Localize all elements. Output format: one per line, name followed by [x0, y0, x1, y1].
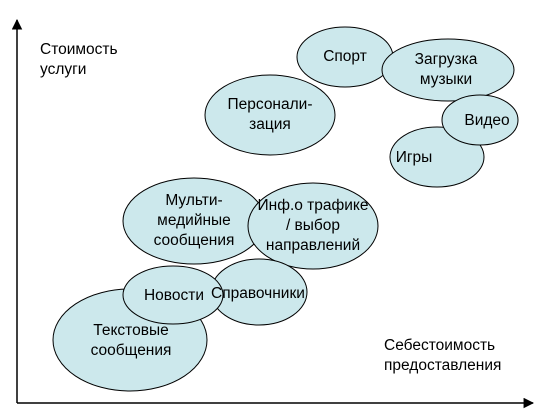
y-axis-label: Стоимость услуги: [40, 41, 118, 78]
bubble-label-music: Загрузка музыки: [414, 51, 478, 88]
bubble-personal: [204, 74, 336, 156]
bubble-label-video: Видео: [464, 112, 510, 129]
bubble-label-news: Новости: [143, 287, 205, 304]
bubble-video: [441, 94, 519, 146]
bubble-label-multimedia: Мульти- медийные сообщения: [153, 192, 235, 249]
bubble-label-reference: Справочники: [211, 285, 305, 302]
x-axis-label: Себестоимость предоставления: [384, 337, 502, 374]
bubble-label-personal: Персонали- зация: [227, 96, 313, 133]
bubble-news: [122, 265, 224, 325]
bubble-music: [381, 38, 515, 102]
bubble-traffic: [247, 182, 379, 270]
bubble-label-sms: Текстовые сообщения: [90, 322, 172, 359]
bubble-label-games: Игры: [395, 149, 433, 166]
bubble-label-sport: Спорт: [323, 48, 367, 65]
bubble-label-traffic: Инф.о трафике / выбор направлений: [257, 197, 369, 254]
